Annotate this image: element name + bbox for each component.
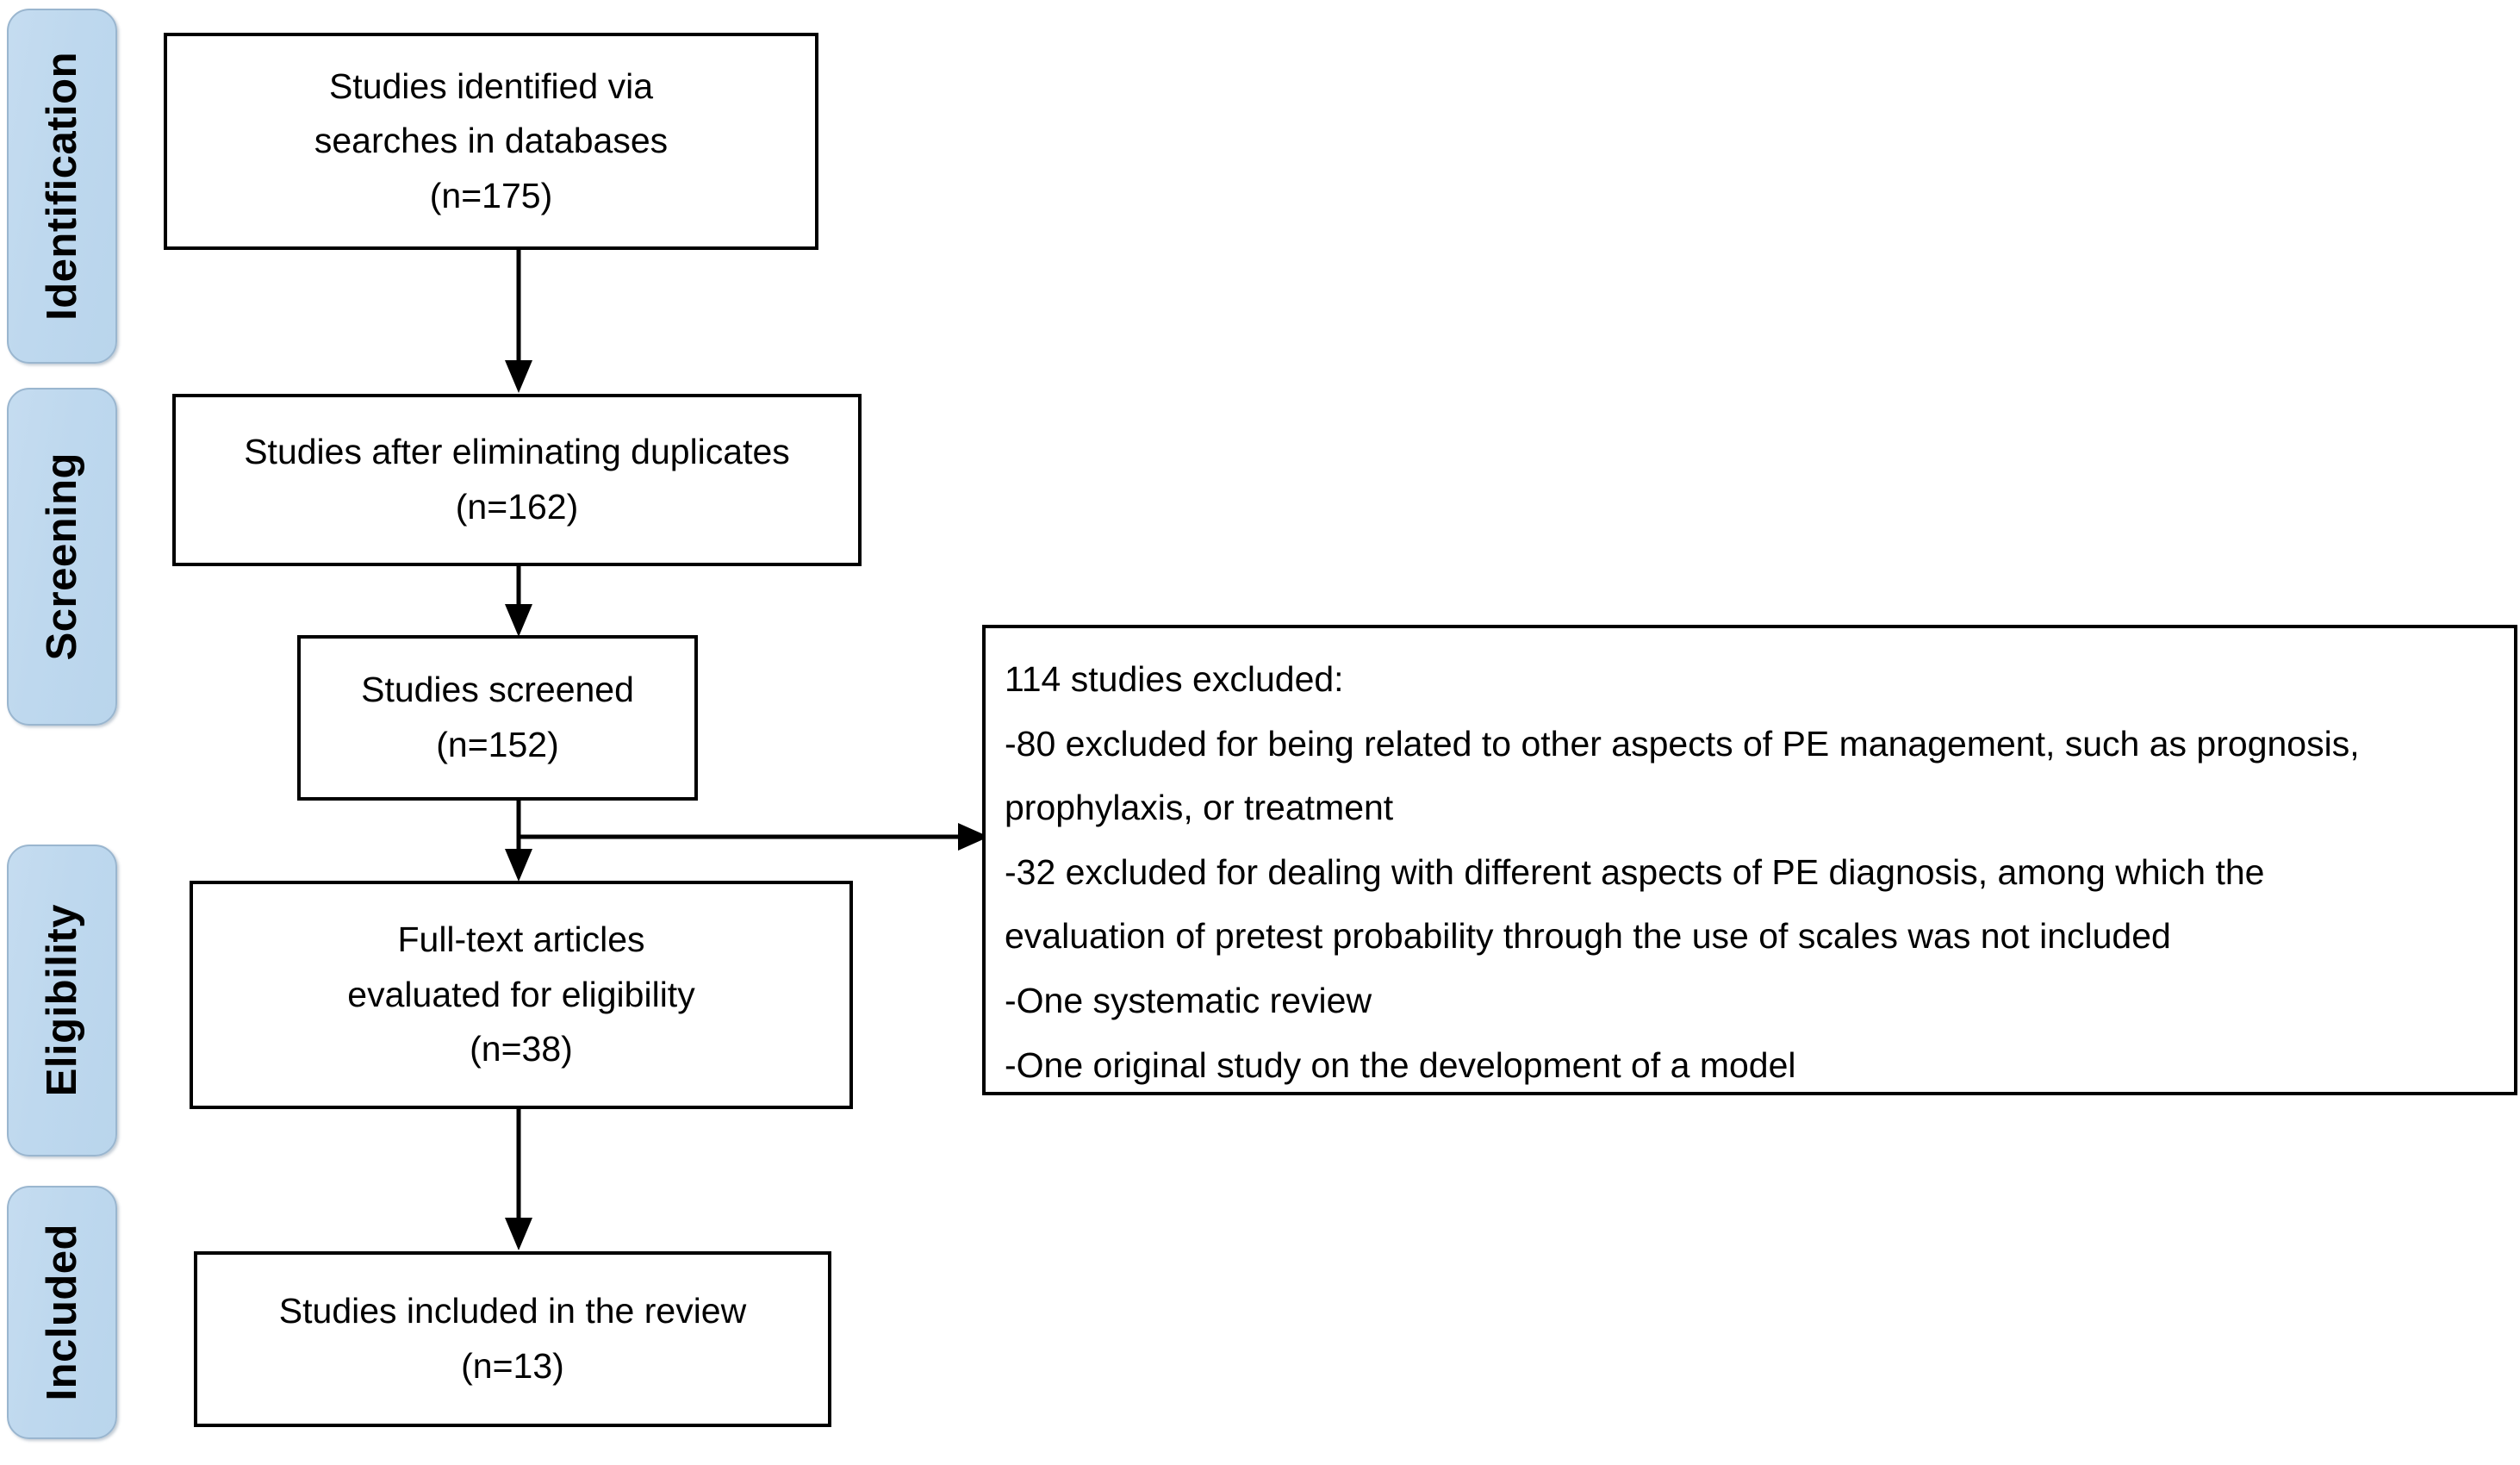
flow-box-after-duplicates-line-1: Studies after eliminating duplicates	[244, 432, 790, 472]
flow-box-screened: Studies screened (n=152)	[297, 635, 698, 801]
exclusion-box: 114 studies excluded: -80 excluded for b…	[982, 625, 2517, 1095]
flow-box-identified: Studies identified via searches in datab…	[164, 33, 818, 250]
flow-box-included: Studies included in the review (n=13)	[194, 1251, 831, 1427]
phase-tab-identification-label: Identification	[38, 52, 85, 321]
arrow-after-duplicates-to-screened	[500, 566, 538, 639]
flow-box-identified-line-2: searches in databases	[314, 121, 669, 161]
flow-box-identified-line-1: Studies identified via	[328, 65, 654, 106]
phase-tab-eligibility: Eligibility	[7, 845, 117, 1156]
phase-tab-screening: Screening	[7, 388, 117, 726]
phase-tab-identification: Identification	[7, 9, 117, 364]
flow-box-identified-line-3: (n=175)	[429, 175, 553, 215]
flow-box-full-text-eligibility: Full-text articles evaluated for eligibi…	[190, 881, 853, 1109]
flow-box-full-text-eligibility-line-2: evaluated for eligibility	[347, 974, 695, 1014]
phase-tab-included: Included	[7, 1186, 117, 1439]
exclusion-line-32-part2: evaluation of pretest probability throug…	[1005, 916, 2171, 957]
phase-tab-eligibility-label: Eligibility	[38, 904, 85, 1097]
flow-box-included-line-1: Studies included in the review	[278, 1291, 747, 1331]
arrow-identified-to-after-duplicates	[500, 250, 538, 395]
flow-box-full-text-eligibility-line-1: Full-text articles	[397, 920, 645, 960]
phase-tab-included-label: Included	[38, 1224, 85, 1401]
flow-box-after-duplicates-line-2: (n=162)	[455, 487, 579, 527]
exclusion-line-original-study: -One original study on the development o…	[1005, 1044, 1796, 1085]
arrow-full-text-to-included	[500, 1109, 538, 1252]
flow-box-after-duplicates: Studies after eliminating duplicates (n=…	[172, 394, 862, 566]
flow-box-screened-line-1: Studies screened	[361, 670, 634, 710]
flow-box-screened-line-2: (n=152)	[436, 725, 559, 764]
exclusion-line-80-part2: prophylaxis, or treatment	[1005, 788, 1394, 828]
exclusion-line-total: 114 studies excluded:	[1005, 659, 1344, 699]
phase-tab-screening-label: Screening	[38, 452, 85, 661]
exclusion-line-80-part1: -80 excluded for being related to other …	[1005, 723, 2360, 764]
exclusion-line-32-part1: -32 excluded for dealing with different …	[1005, 851, 2265, 892]
exclusion-line-systematic-review: -One systematic review	[1005, 981, 1372, 1021]
flow-box-included-line-2: (n=13)	[461, 1346, 564, 1386]
arrow-screened-to-full-text-and-excluded	[500, 801, 991, 883]
flow-box-full-text-eligibility-line-3: (n=38)	[470, 1029, 573, 1069]
